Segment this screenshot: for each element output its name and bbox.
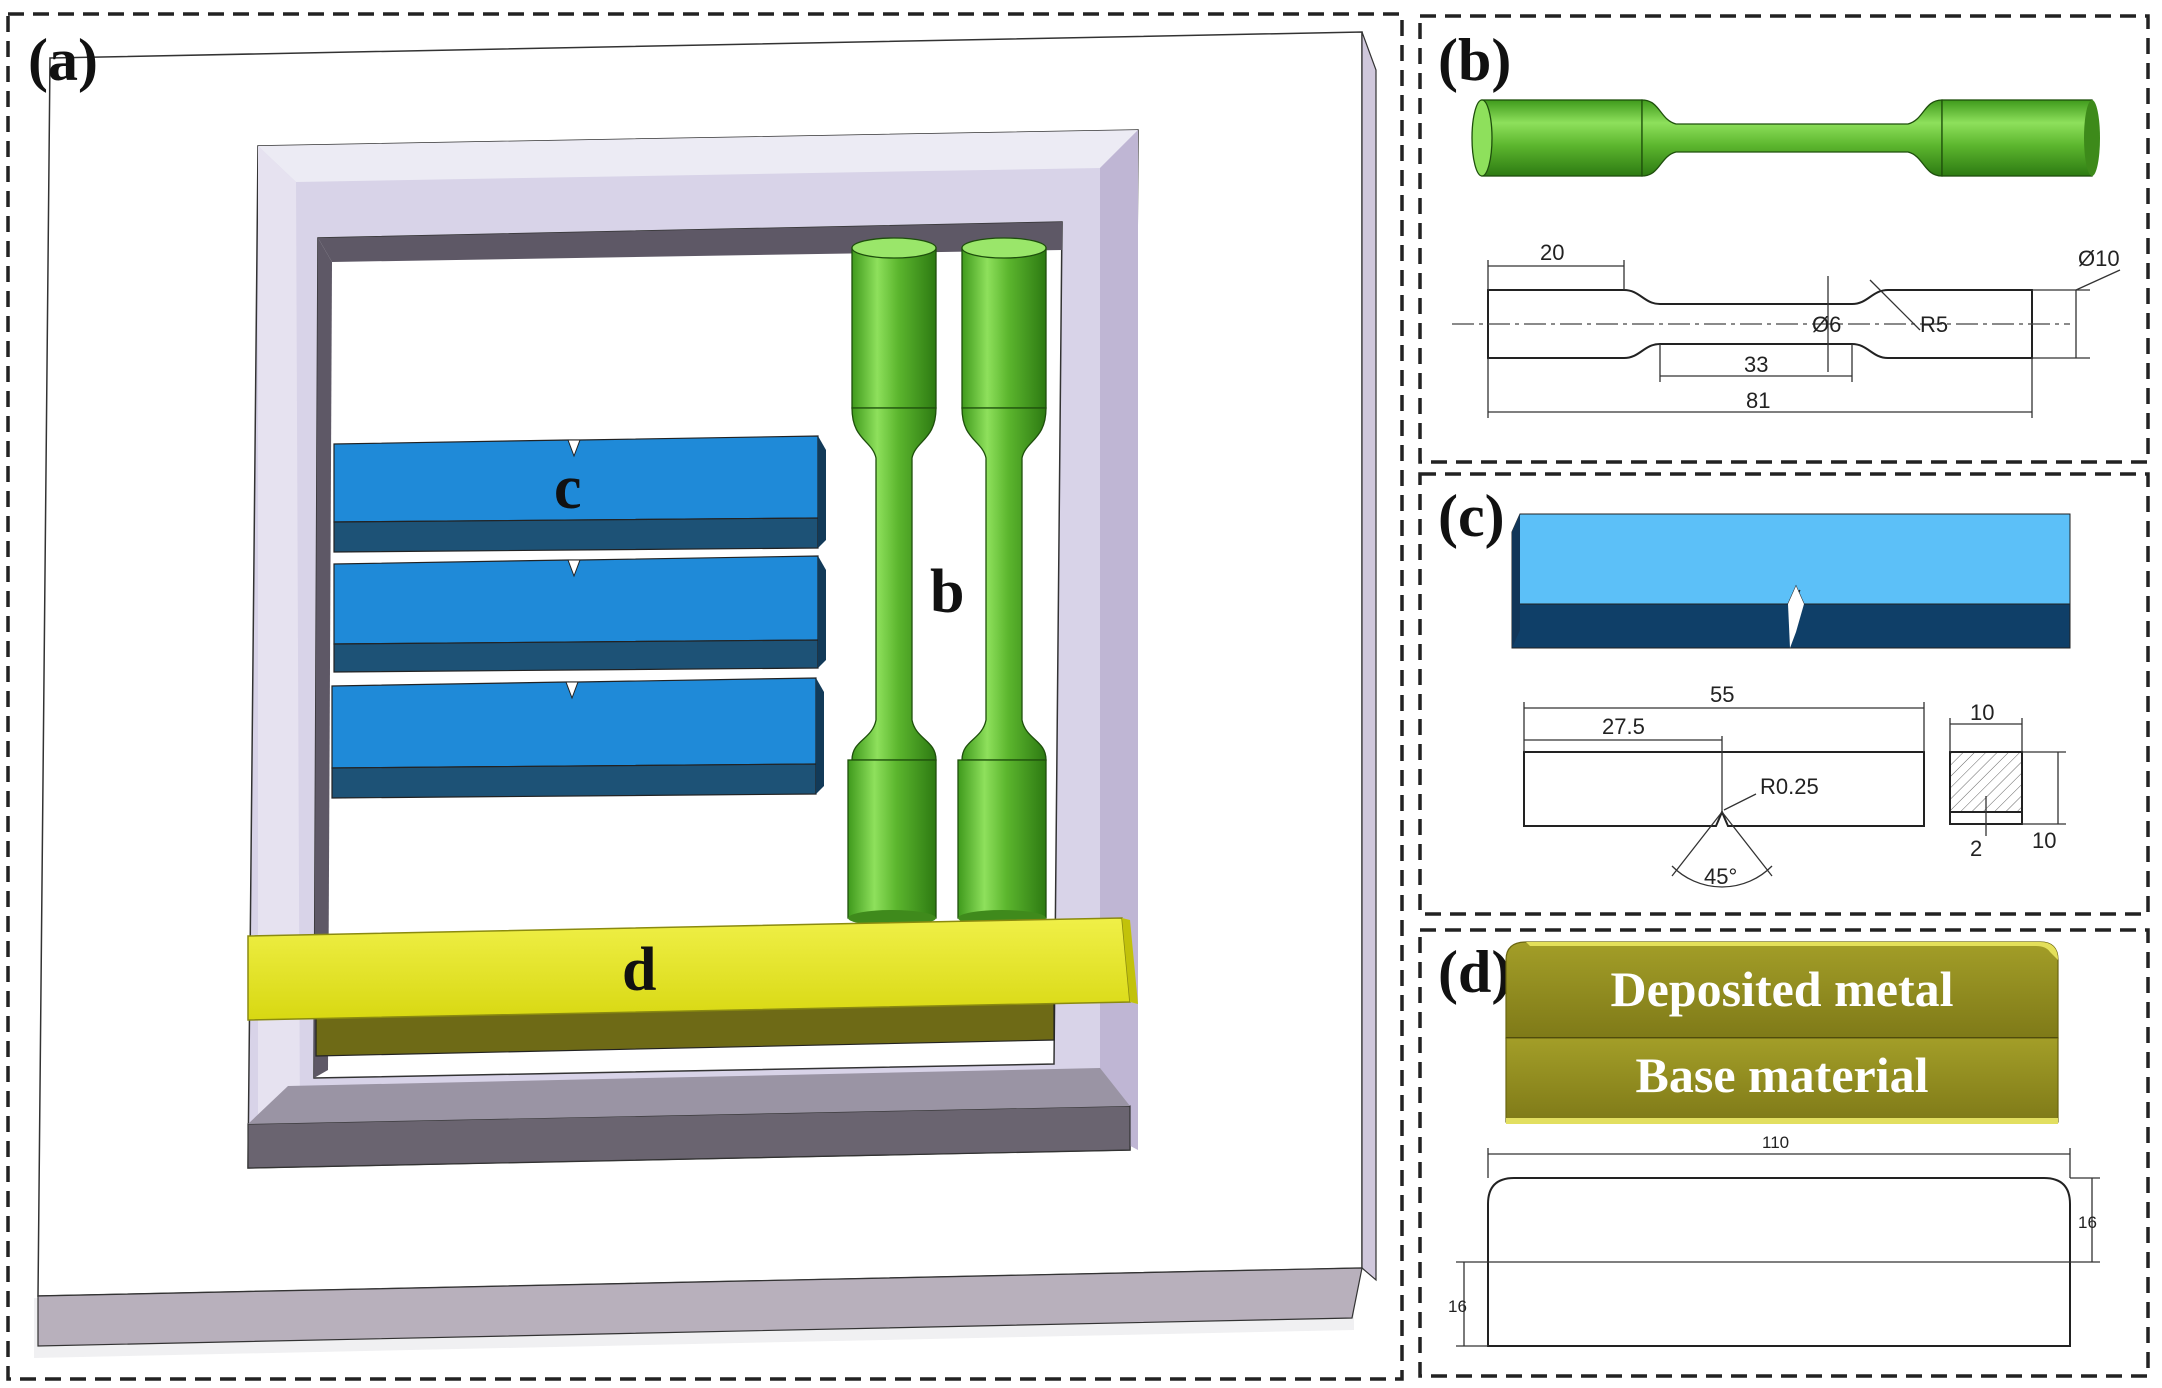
tensile-specimen-3d — [1471, 99, 2100, 177]
dim-gauge-length: 33 — [1744, 352, 1768, 377]
panel-a-frame — [6, 12, 1404, 1381]
impact-specimen-3d — [1511, 513, 2071, 649]
dim-grip-length: 20 — [1540, 240, 1564, 265]
dim-notch-radius: R0.25 — [1760, 774, 1819, 799]
impact-specimen-1 — [333, 435, 826, 553]
panel-c: (c) 55 27.5 R0.25 — [1418, 472, 2150, 916]
impact-drawing: 55 27.5 R0.25 45° 10 10 2 — [1523, 682, 2066, 889]
tensile-specimen-1 — [847, 237, 937, 926]
dim-gauge-diameter: Ø6 — [1812, 312, 1841, 337]
impact-specimen-group — [331, 435, 826, 799]
dim-section-height: 10 — [2032, 828, 2056, 853]
part-label-c: c — [554, 454, 582, 522]
dim-total-length: 81 — [1746, 388, 1770, 413]
panel-c-label: (c) — [1438, 483, 1505, 549]
tensile-drawing: 20 Ø10 Ø6 R5 33 81 — [1452, 240, 2121, 418]
weld-block-3d: Deposited metal Base material — [1505, 941, 2059, 1124]
layer-deposited-metal: Deposited metal — [1611, 961, 1954, 1017]
part-label-b: b — [930, 558, 964, 626]
dim-bar-length: 55 — [1710, 682, 1734, 707]
panel-b: (b) 20 Ø10 Ø6 — [1418, 14, 2150, 464]
dim-base-height: 16 — [1448, 1297, 1467, 1316]
dim-notch-depth: 2 — [1970, 836, 1982, 861]
dim-deposit-height: 16 — [2078, 1213, 2097, 1232]
weld-strip-specimen — [247, 917, 1138, 1057]
panel-d-label: (d) — [1438, 939, 1511, 1005]
dim-fillet-radius: R5 — [1920, 312, 1948, 337]
dim-half-length: 27.5 — [1602, 714, 1645, 739]
part-label-d: d — [622, 936, 656, 1004]
panel-b-label: (b) — [1438, 27, 1511, 93]
dim-grip-diameter: Ø10 — [2078, 246, 2120, 271]
panel-b-frame — [1418, 14, 2150, 464]
dim-notch-angle: 45° — [1704, 864, 1737, 889]
panel-d-frame — [1418, 928, 2150, 1378]
dim-section-width: 10 — [1970, 700, 1994, 725]
weld-block-drawing: 110 16 16 — [1448, 1133, 2100, 1347]
impact-specimen-2 — [333, 555, 826, 673]
panel-a: (a) c b d — [6, 12, 1404, 1381]
impact-specimen-3 — [331, 677, 824, 799]
panel-a-label: (a) — [28, 27, 98, 93]
panel-c-frame — [1418, 472, 2150, 916]
dim-block-length: 110 — [1762, 1133, 1789, 1152]
panel-d: (d) Deposited metal Base material 110 16 — [1418, 928, 2150, 1378]
layer-base-material: Base material — [1636, 1047, 1929, 1103]
